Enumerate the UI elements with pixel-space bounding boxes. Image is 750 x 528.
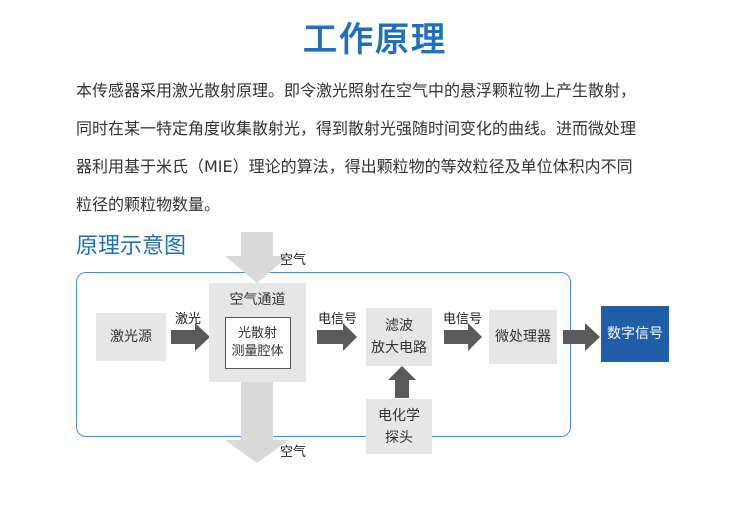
microprocessor-box: 微处理器 [489,310,557,364]
description-line: 本传感器采用激光散射原理。即令激光照射在空气中的悬浮颗粒物上产生散射， [76,81,637,100]
laser-label: 激光 [175,312,202,327]
output-arrow [563,323,600,351]
filter-line-2: 放大电路 [371,340,427,356]
filter-amp-box: 滤波 放大电路 [366,308,432,366]
air-out-label: 空气 [280,445,307,460]
description: 本传感器采用激光散射原理。即令激光照射在空气中的悬浮颗粒物上产生散射， 同时在某… [76,72,686,224]
description-line: 器利用基于米氏（MIE）理论的算法，得出颗粒物的等效粒径及单位体积内不同 [76,157,633,176]
chamber-line-1: 光散射 [237,326,277,341]
measurement-chamber: 光散射 测量腔体 [224,317,291,369]
filter-line-1: 滤波 [385,318,413,334]
digital-signal-box: 数字信号 [601,306,669,362]
signal-arrow-1 [317,323,357,351]
laser-arrow [171,323,210,351]
description-line: 同时在某一特定角度收集散射光，得到散射光强随时间变化的曲线。进而微处理 [76,119,637,138]
signal-label-1: 电信号 [318,312,358,327]
electrochemical-probe-box: 电化学 探头 [366,399,432,454]
probe-line-1: 电化学 [378,407,420,424]
signal-arrow-2 [444,323,482,351]
air-inlet-arrow [225,232,289,283]
air-channel-box: 空气通道 光散射 测量腔体 [209,283,306,382]
air-channel-label: 空气通道 [229,292,286,308]
page-title: 工作原理 [303,20,447,60]
chamber-line-2: 测量腔体 [231,344,284,359]
probe-line-2: 探头 [385,429,413,446]
diagram-frame [76,272,571,437]
air-in-label: 空气 [280,253,307,268]
description-line: 粒径的颗粒物数量。 [76,195,221,214]
air-outlet-arrow [225,380,289,463]
probe-arrow [388,366,416,398]
signal-label-2: 电信号 [443,312,483,327]
laser-source-box: 激光源 [96,313,166,361]
diagram-title: 原理示意图 [76,234,187,259]
